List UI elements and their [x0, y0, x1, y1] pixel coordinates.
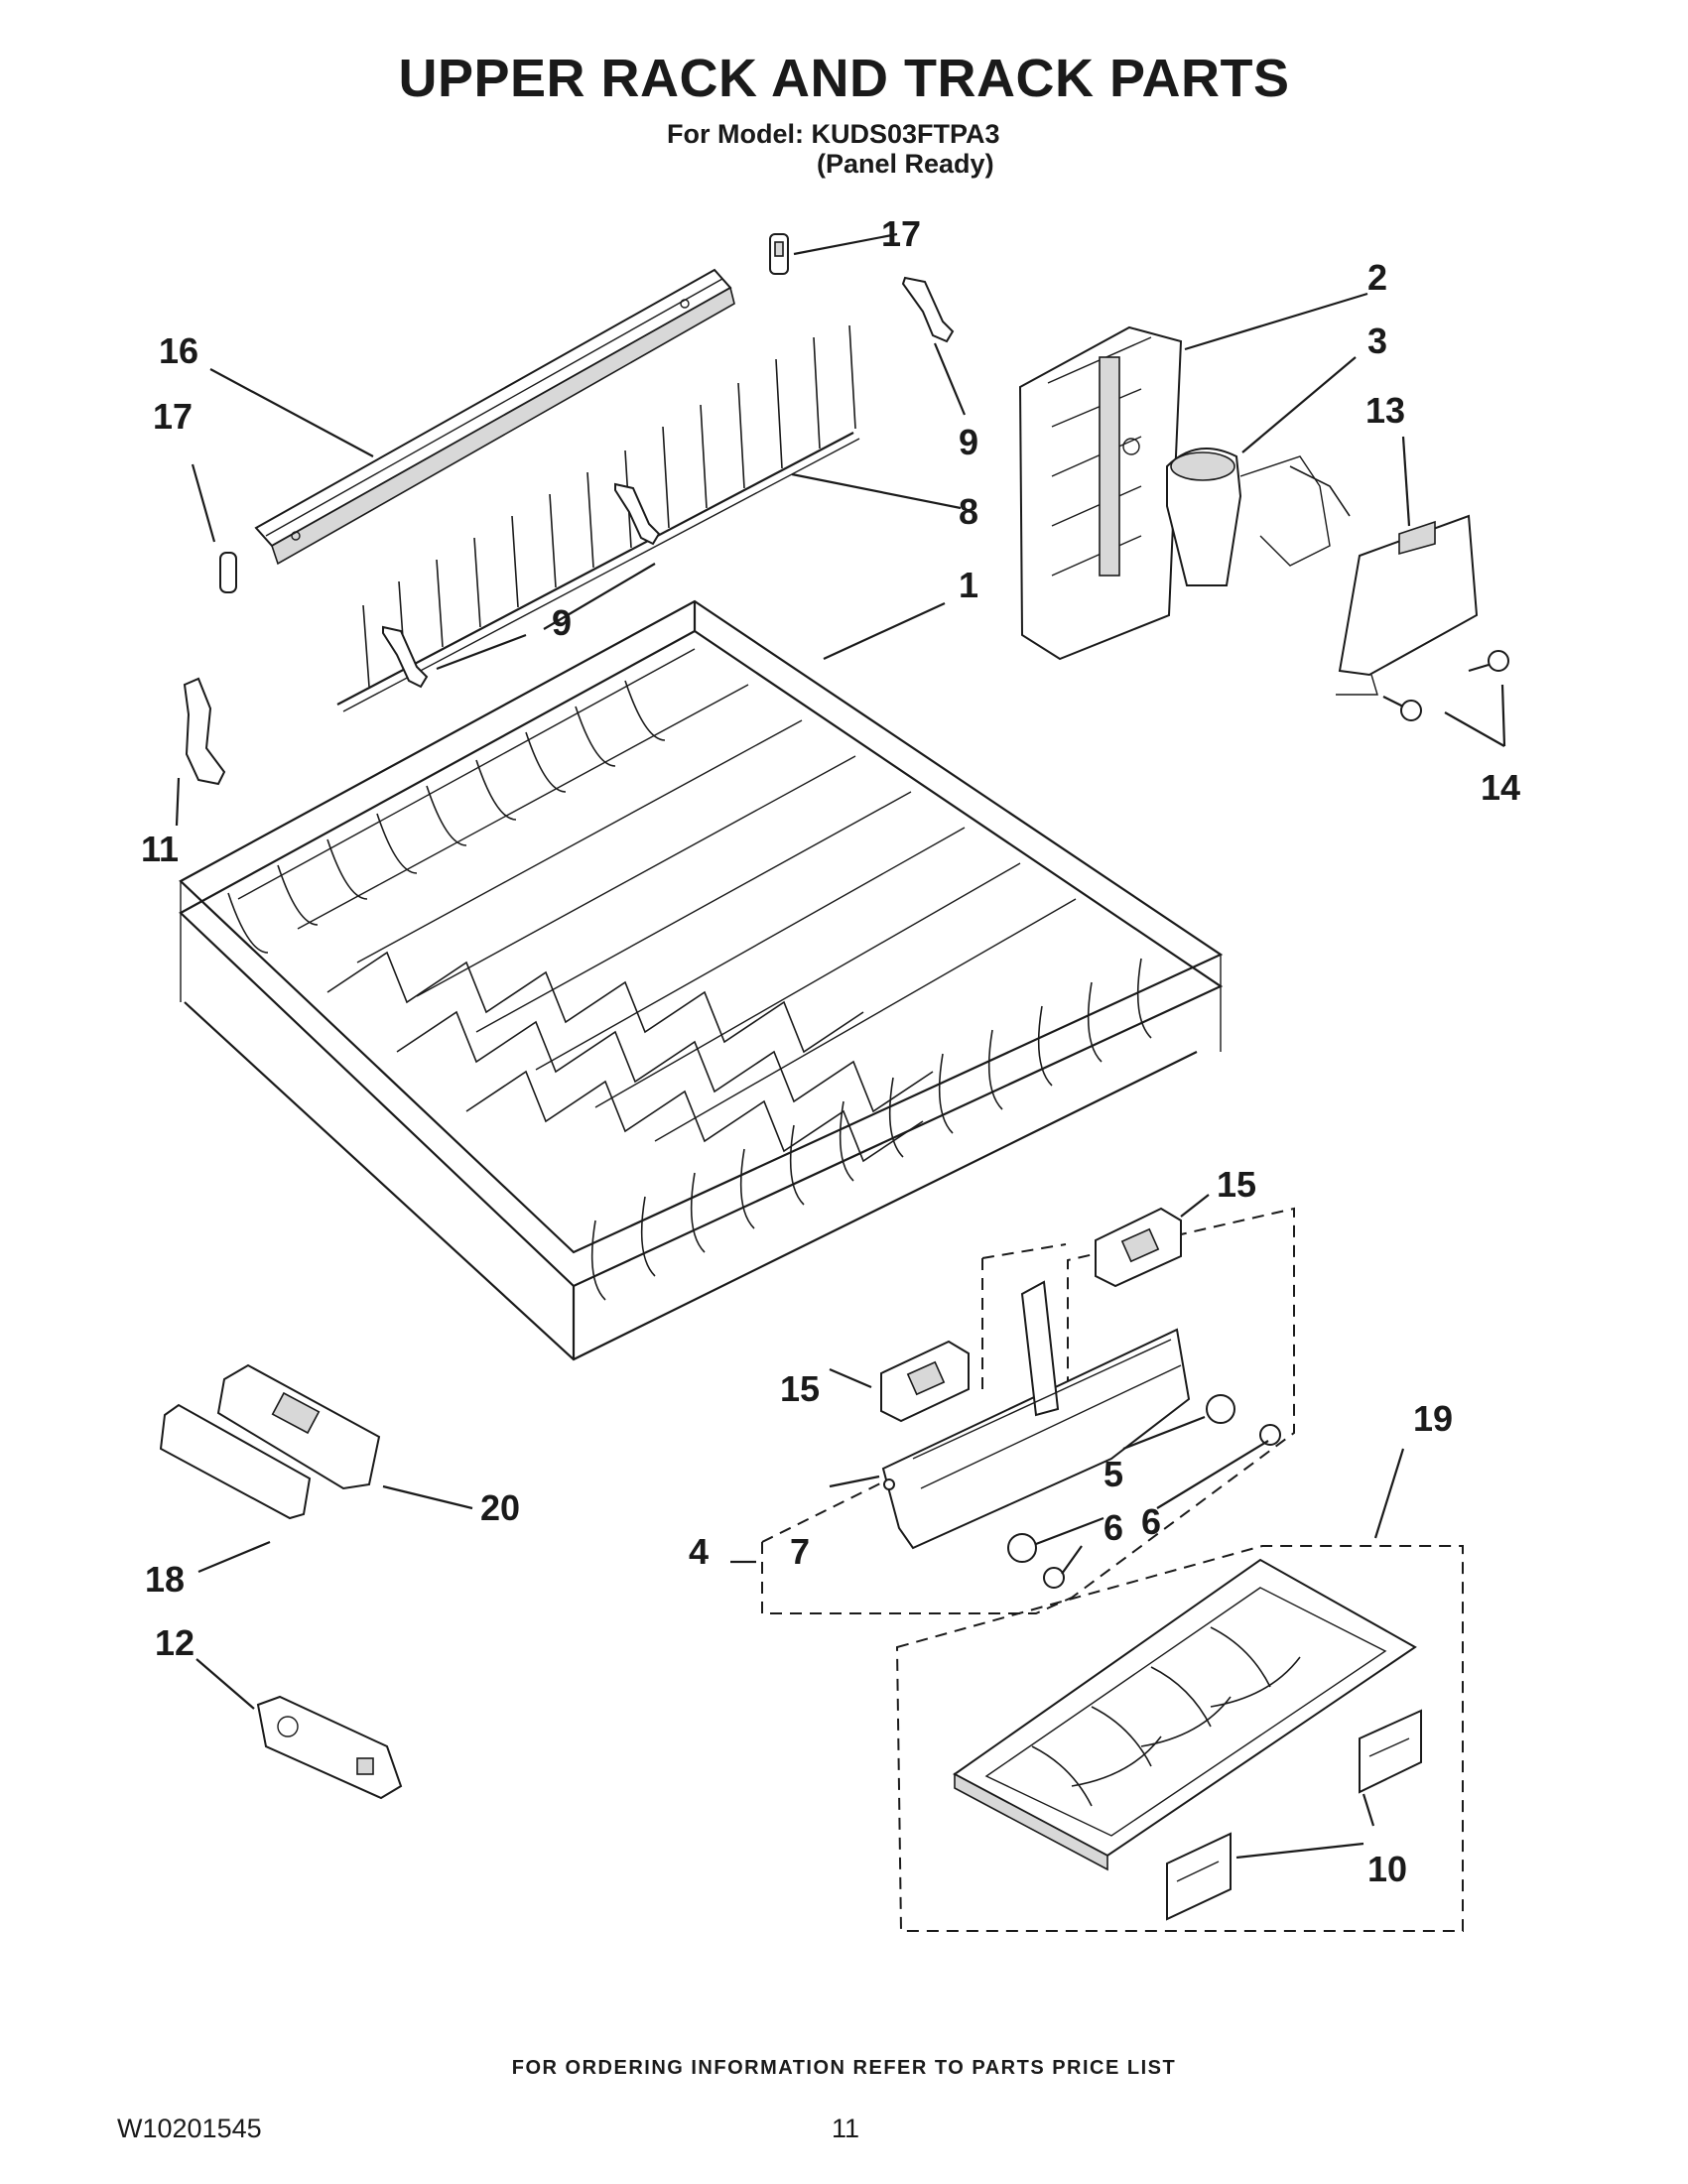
part-4-track-assembly — [761, 1207, 1295, 1614]
callout-2: 2 — [1367, 257, 1387, 298]
part-20-end-cap — [216, 1363, 381, 1490]
callout-8: 8 — [959, 491, 978, 532]
callout-4: 4 — [689, 1531, 709, 1572]
callout-15: 15 — [1217, 1164, 1256, 1205]
callout-9: 9 — [959, 422, 978, 462]
callout-7: 7 — [790, 1531, 810, 1572]
part-2-adjuster-housing — [1018, 325, 1183, 661]
part-19-tray-assembly — [895, 1545, 1464, 1932]
part-18-cover-cap — [159, 1403, 312, 1520]
part-12-bracket — [256, 1695, 403, 1800]
part-10-clip-left — [1166, 1832, 1232, 1921]
document-code: W10201545 — [117, 2114, 262, 2143]
page-title: UPPER RACK AND TRACK PARTS — [398, 49, 1290, 108]
part-9-clip-top — [901, 276, 955, 343]
model-variant: (Panel Ready) — [817, 149, 994, 179]
callout-14: 14 — [1481, 767, 1520, 808]
callout-16: 16 — [159, 330, 198, 371]
callout-9: 9 — [552, 602, 572, 643]
callout-19: 19 — [1413, 1398, 1453, 1439]
callout-6: 6 — [1104, 1507, 1123, 1548]
part-17-clip-left — [219, 552, 237, 593]
callout-5: 5 — [1104, 1454, 1123, 1494]
part-15-clip-upper — [1095, 1207, 1182, 1288]
part-1-upper-rack — [179, 599, 1224, 1361]
callout-17: 17 — [881, 213, 921, 254]
callout-6: 6 — [1141, 1501, 1161, 1542]
part-16-rail — [254, 268, 735, 566]
callout-15: 15 — [780, 1368, 820, 1409]
part-17-clip-top — [769, 233, 789, 275]
callout-labels: 17 2 3 13 16 17 9 8 1 9 14 11 15 15 19 5… — [141, 213, 1520, 1889]
callout-10: 10 — [1367, 1849, 1407, 1889]
callout-18: 18 — [145, 1559, 185, 1600]
callout-11: 11 — [141, 829, 179, 869]
callout-13: 13 — [1365, 390, 1405, 431]
part-10-clip-right — [1359, 1709, 1422, 1794]
part-15-clip-lower — [880, 1340, 970, 1423]
part-13-cover — [1336, 514, 1479, 696]
leader-lines — [175, 232, 1506, 1860]
callout-3: 3 — [1367, 321, 1387, 361]
part-11-clip — [183, 677, 226, 786]
part-8-tine-row — [336, 324, 860, 712]
part-3-adjuster-handle — [1166, 448, 1351, 586]
page-number: 11 — [832, 2114, 860, 2143]
ordering-note: FOR ORDERING INFORMATION REFER TO PARTS … — [511, 2057, 1177, 2079]
callout-12: 12 — [155, 1622, 195, 1663]
model-number: For Model: KUDS03FTPA3 — [667, 119, 1000, 149]
callout-17: 17 — [153, 396, 193, 437]
callout-1: 1 — [959, 565, 978, 605]
callout-20: 20 — [480, 1487, 520, 1528]
part-14-screws — [1382, 650, 1509, 721]
